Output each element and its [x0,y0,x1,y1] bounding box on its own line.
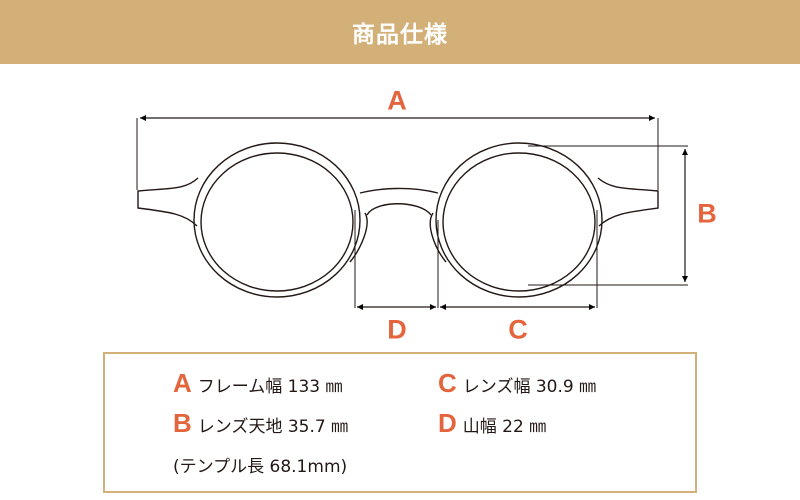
dimension-lines [136,115,688,310]
spec-key: C [438,368,457,398]
page-title: 商品仕様 [352,22,448,48]
spec-key: D [438,408,457,438]
spec-lens-height: B レンズ天地 35.7 ㎜ [173,408,348,439]
spec-bridge-width: D 山幅 22 ㎜ [438,408,546,439]
spec-text: レンズ幅 30.9 ㎜ [462,377,597,397]
header-banner: 商品仕様 [0,0,800,64]
dimension-label-c: C [508,314,528,345]
glasses-diagram [136,115,688,310]
glasses-frame [137,142,659,298]
spec-text: フレーム幅 133 ㎜ [197,377,343,397]
spec-note: (テンプル長 68.1mm) [173,457,348,477]
dimension-label-d: D [387,314,407,345]
spec-key: B [173,408,192,438]
spec-text: レンズ天地 35.7 ㎜ [197,417,349,437]
spec-frame-width: A フレーム幅 133 ㎜ [173,368,343,399]
dimension-label-b: B [697,198,717,229]
spec-temple-length: (テンプル長 68.1mm) [173,452,347,477]
spec-text: 山幅 22 ㎜ [462,417,547,437]
dimension-label-a: A [387,85,407,116]
spec-box [103,352,697,493]
spec-lens-width: C レンズ幅 30.9 ㎜ [438,368,596,399]
spec-key: A [173,368,192,398]
